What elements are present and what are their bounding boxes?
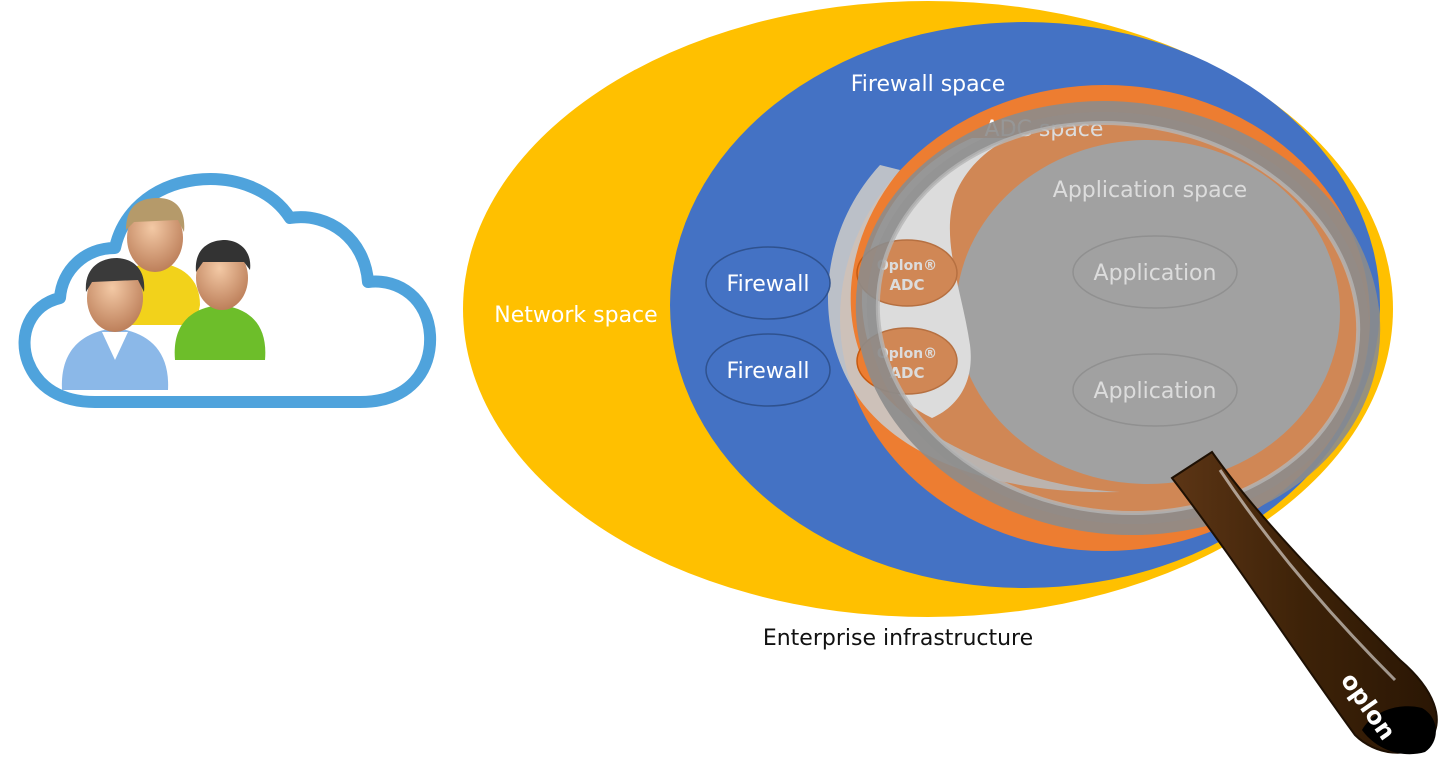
application-node: Application bbox=[1072, 353, 1238, 427]
adc-brand-label: Oplon® bbox=[877, 258, 937, 274]
adc-brand-label: Oplon® bbox=[877, 346, 937, 362]
magnifying-glass-icon: oplon bbox=[855, 100, 1438, 755]
users-group-icon bbox=[61, 198, 266, 390]
application-label: Application bbox=[1094, 379, 1217, 404]
lens-rim-shade bbox=[827, 165, 1120, 493]
firewall-label: Firewall bbox=[727, 359, 810, 384]
adc-label: ADC bbox=[889, 364, 924, 382]
enterprise-infrastructure-label: Enterprise infrastructure bbox=[763, 626, 1033, 651]
adc-label: ADC bbox=[889, 276, 924, 294]
application-space bbox=[956, 140, 1340, 484]
firewall-label: Firewall bbox=[727, 272, 810, 297]
firewall-node: Firewall bbox=[705, 246, 831, 320]
application-space-label: Application space bbox=[1053, 178, 1247, 203]
firewall-node: Firewall bbox=[705, 333, 831, 407]
application-node: Application bbox=[1072, 235, 1238, 309]
firewall-space-label: Firewall space bbox=[851, 72, 1006, 97]
application-label: Application bbox=[1094, 261, 1217, 286]
network-space-label: Network space bbox=[494, 303, 657, 328]
